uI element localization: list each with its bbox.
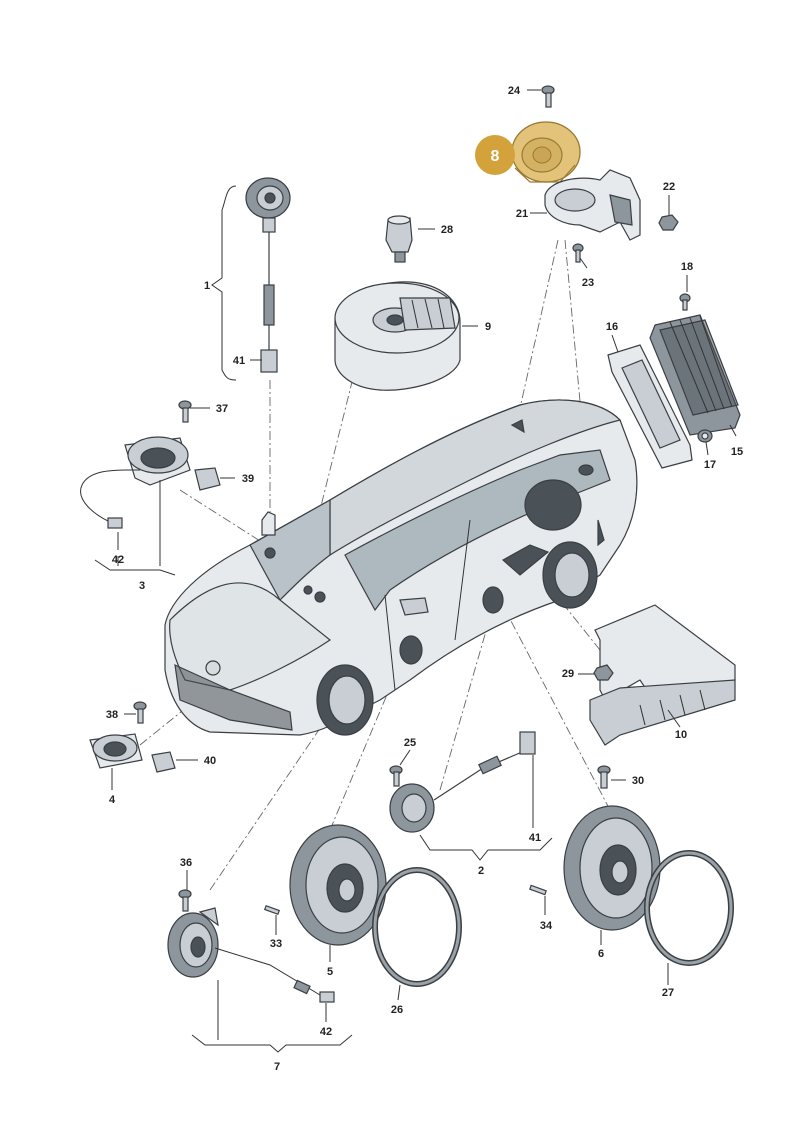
callout-6: 6 bbox=[598, 948, 604, 960]
midrange-speaker-3 bbox=[80, 436, 191, 529]
callout-40: 40 bbox=[204, 755, 216, 767]
screw-23 bbox=[572, 243, 584, 263]
callout-30: 30 bbox=[632, 775, 644, 787]
speaker-with-cable-7 bbox=[167, 907, 335, 1003]
screw-25 bbox=[389, 765, 403, 787]
car-body bbox=[164, 399, 638, 736]
callout-34: 34 bbox=[540, 920, 553, 932]
callout-27: 27 bbox=[662, 987, 674, 999]
highlight-badge[interactable] bbox=[475, 135, 515, 175]
callout-1: 1 bbox=[204, 280, 210, 292]
callout-36: 36 bbox=[180, 857, 192, 869]
callout-37: 37 bbox=[216, 403, 228, 415]
callout-42-left: 42 bbox=[112, 554, 124, 566]
bracket-21 bbox=[544, 169, 641, 241]
callout-18: 18 bbox=[681, 261, 693, 273]
bracket-3-left bbox=[94, 559, 176, 576]
callout-5: 5 bbox=[327, 966, 333, 978]
control-unit-10 bbox=[589, 604, 736, 746]
callout-29: 29 bbox=[562, 668, 574, 680]
tweeter-with-cable bbox=[245, 177, 291, 373]
callout-2: 2 bbox=[478, 865, 484, 877]
bolt-30 bbox=[597, 765, 611, 789]
callout-25: 25 bbox=[404, 737, 416, 749]
screw-37 bbox=[178, 400, 192, 423]
callout-38: 38 bbox=[106, 709, 118, 721]
callout-41-upper: 41 bbox=[233, 355, 245, 367]
amplifier-frame-16 bbox=[607, 344, 693, 469]
callout-15: 15 bbox=[731, 446, 743, 458]
callout-39: 39 bbox=[242, 473, 254, 485]
callout-42-bottom: 42 bbox=[320, 1026, 332, 1038]
callout-33: 33 bbox=[270, 938, 282, 950]
connector-part-28 bbox=[385, 215, 413, 263]
subwoofer-box bbox=[334, 281, 461, 391]
callout-22: 22 bbox=[663, 181, 675, 193]
callout-26: 26 bbox=[391, 1004, 403, 1016]
screw-36 bbox=[178, 889, 192, 912]
small-speaker-4 bbox=[89, 733, 143, 769]
bracket-7 bbox=[191, 1034, 353, 1053]
callout-16: 16 bbox=[606, 321, 618, 333]
bracket-1 bbox=[211, 185, 237, 381]
clip-40 bbox=[151, 751, 176, 773]
amplifier-15 bbox=[649, 314, 741, 436]
screw-24 bbox=[541, 85, 555, 108]
leader-lines bbox=[111, 89, 737, 1022]
screw-18 bbox=[679, 293, 691, 311]
callout-7: 7 bbox=[274, 1061, 280, 1073]
tweeter-with-cable-2 bbox=[389, 731, 536, 833]
highlighted-part-8 bbox=[511, 121, 581, 183]
seal-ring-27 bbox=[644, 850, 734, 966]
callout-10: 10 bbox=[675, 729, 687, 741]
seal-ring-26 bbox=[372, 867, 462, 987]
nut-17 bbox=[697, 429, 713, 443]
callout-28: 28 bbox=[441, 224, 453, 236]
callout-17: 17 bbox=[704, 459, 716, 471]
bracket-3-ticks bbox=[117, 480, 161, 566]
woofer-6 bbox=[563, 805, 661, 931]
callout-41-lower: 41 bbox=[529, 832, 541, 844]
callout-labels: 1 2 3 4 5 6 7 9 10 15 16 17 18 21 22 23 … bbox=[106, 85, 743, 1073]
woofer-5 bbox=[289, 824, 387, 946]
clip-39 bbox=[194, 467, 221, 491]
nut-22 bbox=[658, 214, 679, 231]
callout-24: 24 bbox=[508, 85, 521, 97]
rivet-34 bbox=[529, 884, 547, 896]
bracket-2 bbox=[419, 834, 553, 861]
callout-4: 4 bbox=[109, 794, 116, 806]
callout-3: 3 bbox=[139, 580, 145, 592]
callout-21: 21 bbox=[516, 208, 528, 220]
highlight-badge-label: 8 bbox=[491, 148, 500, 165]
callout-23: 23 bbox=[582, 277, 594, 289]
nut-29 bbox=[593, 664, 614, 681]
screw-38 bbox=[133, 701, 147, 724]
rivet-33 bbox=[263, 904, 281, 916]
callout-9: 9 bbox=[485, 321, 491, 333]
